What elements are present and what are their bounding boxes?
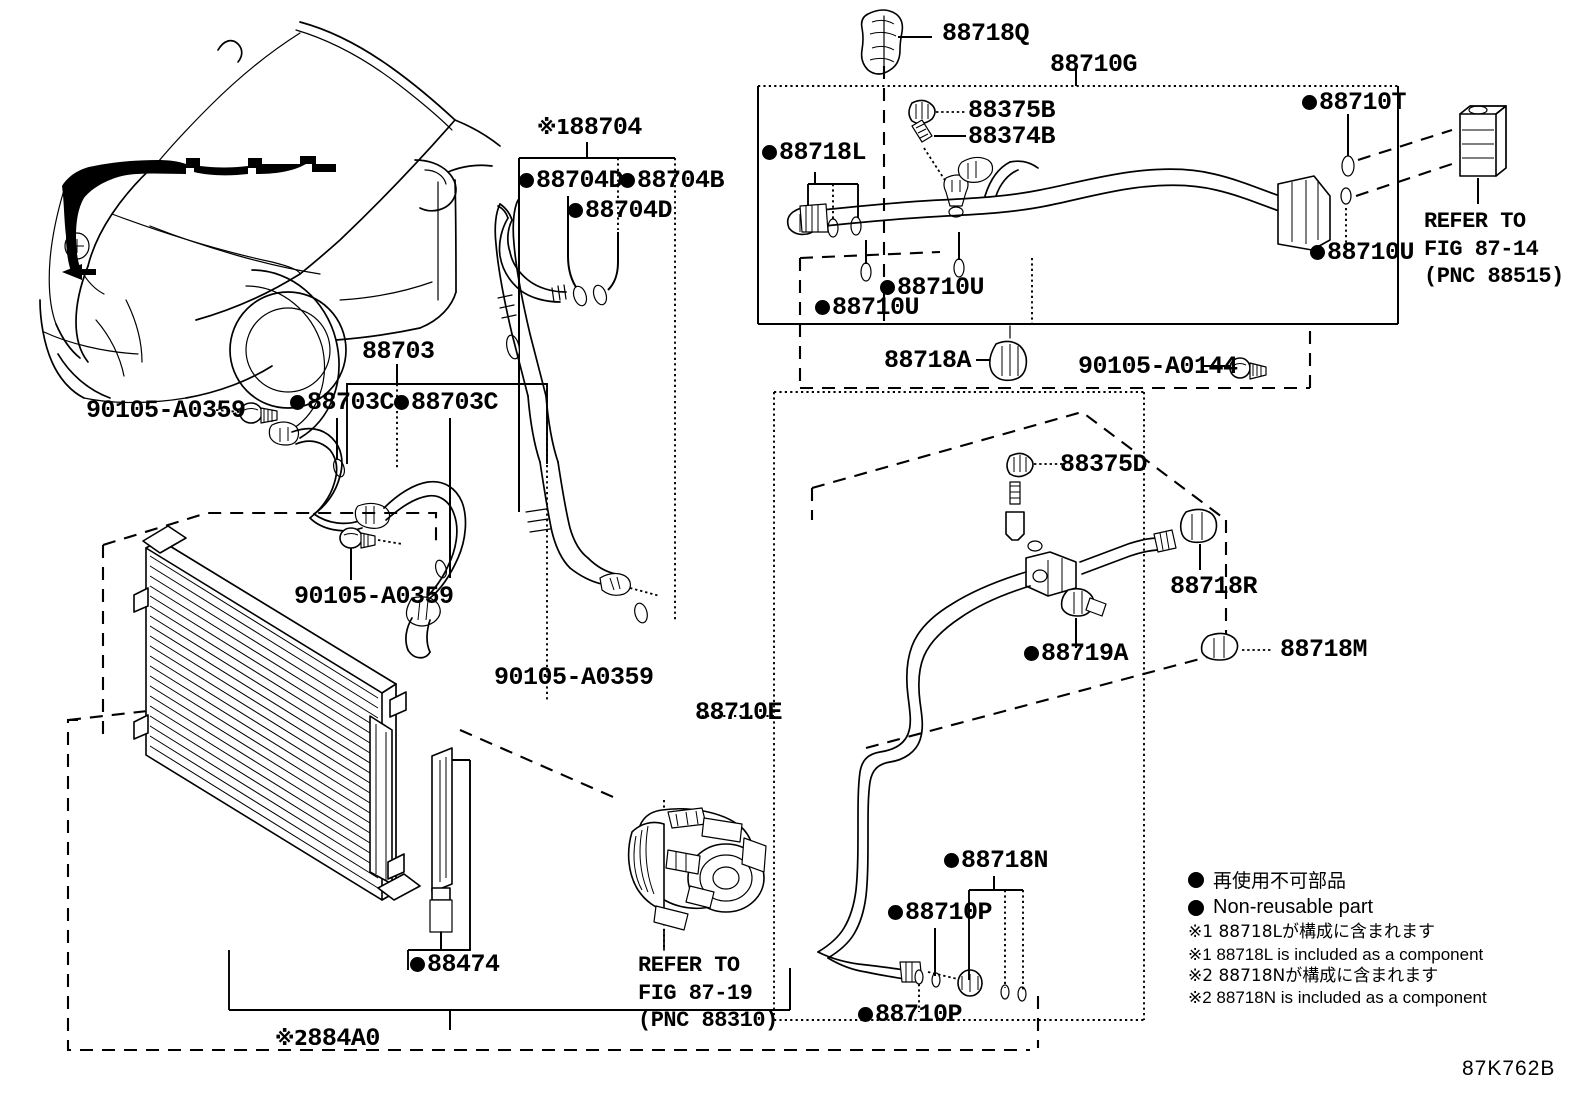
label-88718A: 88718A — [884, 346, 972, 375]
hose-88704 — [494, 199, 661, 624]
reference-line-1: REFER TO — [638, 953, 740, 978]
nonreusable-dot-icon — [880, 280, 895, 295]
label-88704: ※188704 — [537, 113, 642, 142]
nonreusable-dot-icon — [568, 203, 583, 218]
note-mark-1: ※1 — [537, 115, 570, 139]
reference-line-2: FIG 87-19 — [638, 980, 753, 1006]
label-88719A: 88719A — [1024, 640, 1129, 667]
nonreusable-dot-icon — [1302, 95, 1317, 110]
label-88374B: 88374B — [968, 122, 1056, 151]
nonreusable-dot-icon — [1188, 899, 1204, 916]
label-88703C-b: 88703C — [394, 389, 499, 416]
reference-line-3: (PNC 88515) — [1424, 264, 1564, 289]
label-88710U-right: 88710U — [1310, 239, 1415, 266]
nonreusable-dot-icon — [944, 853, 959, 868]
label-88474: 88474 — [410, 951, 500, 978]
reference-line-3: (PNC 88310) — [638, 1008, 778, 1033]
label-90105-A0359-c: 90105-A0359 — [494, 663, 654, 692]
clip-88718Q — [860, 9, 904, 75]
reference-line-1: REFER TO — [1424, 209, 1526, 234]
legend-note1-en: ※1 88718L is included as a component — [1188, 944, 1484, 964]
label-88703: 88703 — [362, 337, 435, 366]
cap-88375D — [1006, 452, 1034, 478]
label-88718L: 88718L — [762, 139, 867, 166]
hose-88703 — [215, 402, 467, 659]
label-88710U-b: 88710U — [880, 274, 985, 301]
label-88704D-b: 88704D — [568, 197, 673, 224]
expansion-valve-88515 — [1459, 105, 1507, 204]
label-88710P-b: 88710P — [858, 1001, 963, 1028]
nut-88375B — [908, 99, 936, 125]
label-88718Q: 88718Q — [942, 19, 1030, 48]
reference-fig-87-19: REFER TO FIG 87-19 (PNC 88310) — [638, 952, 778, 1035]
pipe-union — [957, 969, 983, 997]
nonreusable-dot-icon — [1024, 646, 1039, 661]
nonreusable-dot-icon — [888, 905, 903, 920]
clip-88718M — [1200, 632, 1239, 661]
compressor-assembly — [459, 729, 767, 951]
nonreusable-dot-icon — [620, 173, 635, 188]
vehicle-illustration — [39, 21, 501, 439]
label-88375B: 88375B — [968, 96, 1056, 125]
note-mark-2: ※2 — [275, 1026, 308, 1050]
nonreusable-dot-icon — [410, 957, 425, 972]
label-88704B: 88704B — [620, 167, 725, 194]
nonreusable-dot-icon — [1188, 871, 1204, 888]
bolt-90105-A0144 — [1229, 357, 1267, 380]
label-90105-A0144: 90105-A0144 — [1078, 352, 1238, 381]
label-884A0: ※2884A0 — [275, 1024, 380, 1053]
legend-nonreusable-en: Non-reusable part — [1213, 896, 1374, 918]
legend-note2-en: ※2 88718N is included as a component — [1188, 988, 1487, 1008]
legend-block: 再使用不可部品 Non-reusable part ※1 88718Lが構成に含… — [1188, 866, 1588, 1009]
label-88703C-a: 88703C — [290, 389, 395, 416]
nonreusable-dot-icon — [762, 145, 777, 160]
reference-line-2: FIG 87-14 — [1424, 236, 1539, 262]
nonreusable-dot-icon — [394, 395, 409, 410]
label-88718M: 88718M — [1280, 635, 1368, 664]
label-90105-A0359-b: 90105-A0359 — [294, 582, 454, 611]
bolt-upper-left — [239, 402, 278, 424]
label-88718N: 88718N — [944, 847, 1049, 874]
sensor-88719A — [1060, 587, 1107, 617]
clip-88718A — [988, 325, 1028, 382]
legend-row-nonreusable-jp: 再使用不可部品 — [1188, 866, 1588, 893]
box-88710E — [698, 391, 1272, 1048]
nonreusable-dot-icon — [290, 395, 305, 410]
valve-88374B — [911, 119, 933, 143]
clip-88718R — [1179, 508, 1218, 544]
condenser-assembly — [66, 511, 1030, 1052]
legend-note2-jp: ※2 88718Nが構成に含まれます — [1188, 965, 1439, 986]
legend-note1-jp: ※1 88718Lが構成に含まれます — [1188, 922, 1436, 942]
label-88710G: 88710G — [1050, 50, 1138, 79]
reference-fig-87-14: REFER TO FIG 87-14 (PNC 88515) — [1424, 208, 1564, 291]
label-88710U-a: 88710U — [815, 294, 920, 321]
label-88375D: 88375D — [1060, 450, 1148, 479]
nonreusable-dot-icon — [519, 173, 534, 188]
label-88704D-a: 88704D — [519, 167, 624, 194]
legend-row-nonreusable-en: Non-reusable part — [1188, 896, 1588, 919]
label-88710T: 88710T — [1302, 89, 1407, 116]
label-88710E: 88710E — [695, 698, 783, 727]
label-88718R: 88718R — [1170, 572, 1258, 601]
figure-code: 87K762B — [1462, 1057, 1556, 1080]
label-88710P-a: 88710P — [888, 899, 993, 926]
nonreusable-dot-icon — [858, 1007, 873, 1022]
label-90105-A0359-a: 90105-A0359 — [86, 396, 246, 425]
nonreusable-dot-icon — [1310, 245, 1325, 260]
bolt-center — [339, 527, 376, 549]
box-88710G — [757, 9, 1507, 390]
legend-nonreusable-jp: 再使用不可部品 — [1213, 870, 1347, 892]
bracket-88704 — [518, 142, 676, 620]
row-88718A — [976, 325, 1267, 382]
nonreusable-dot-icon — [815, 300, 830, 315]
